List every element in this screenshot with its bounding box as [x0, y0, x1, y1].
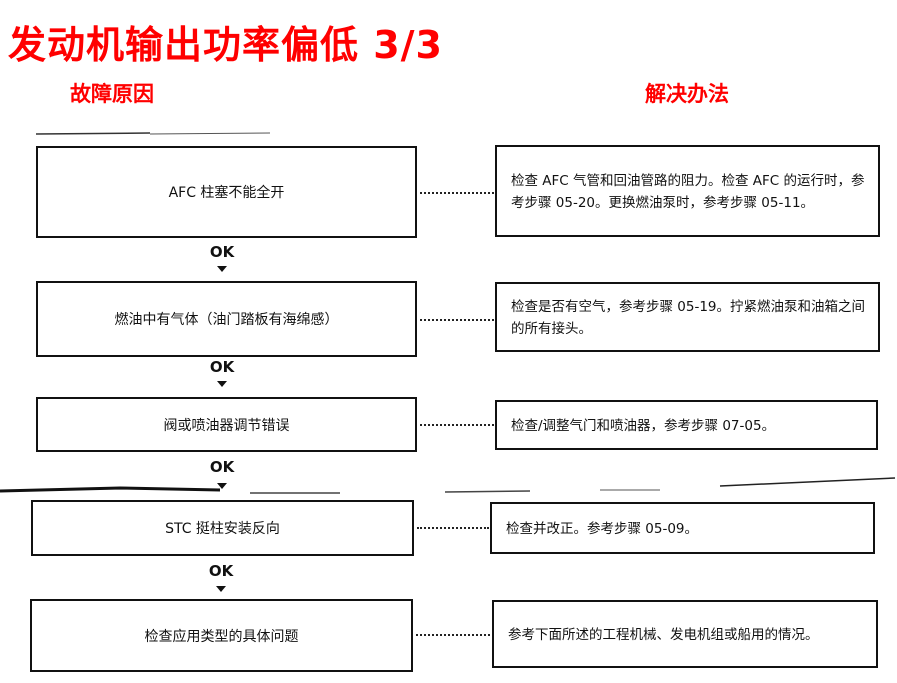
cause-text-5: 检查应用类型的具体问题 — [144, 628, 299, 645]
cause-text-4: STC 挺柱安装反向 — [165, 521, 280, 537]
solution-box-3: 检查/调整气门和喷油器，参考步骤 07-05。 — [495, 400, 878, 450]
page-title: 发动机输出功率偏低 3/3 — [8, 23, 443, 67]
down-arrow-icon — [217, 381, 227, 387]
cause-column-header: 故障原因 — [70, 82, 154, 106]
solution-text-3: 检查/调整气门和喷油器，参考步骤 07-05。 — [511, 418, 776, 434]
cause-box-3: 阀或喷油器调节错误 — [36, 397, 417, 452]
dotted-connector-2 — [420, 319, 494, 321]
solution-text-2: 检查是否有空气，参考步骤 05-19。拧紧燃油泵和油箱之间的所有接头。 — [511, 299, 866, 337]
solution-column-header: 解决办法 — [645, 82, 729, 106]
down-arrow-icon — [217, 483, 227, 489]
down-arrow-icon — [216, 586, 226, 592]
dotted-connector-4 — [417, 527, 489, 529]
dotted-connector-3 — [420, 424, 494, 426]
down-arrow-icon — [217, 266, 227, 272]
solution-text-1: 检查 AFC 气管和回油管路的阻力。检查 AFC 的运行时，参考步骤 05-20… — [511, 173, 865, 211]
cause-text-3: 阀或喷油器调节错误 — [163, 417, 290, 434]
dotted-connector-1 — [420, 192, 494, 194]
cause-text-1: AFC 柱塞不能全开 — [168, 185, 285, 201]
ok-label-1: OK — [209, 243, 235, 261]
cause-text-2: 燃油中有气体（油门踏板有海绵感） — [114, 312, 339, 328]
cause-box-5: 检查应用类型的具体问题 — [30, 599, 413, 672]
solution-box-4: 检查并改正。参考步骤 05-09。 — [490, 502, 875, 554]
dotted-connector-5 — [416, 634, 490, 636]
solution-text-4: 检查并改正。参考步骤 05-09。 — [506, 521, 699, 537]
ok-label-4: OK — [208, 562, 234, 580]
ok-label-2: OK — [209, 358, 235, 376]
cause-box-1: AFC 柱塞不能全开 — [36, 146, 417, 238]
ok-label-3: OK — [209, 458, 235, 476]
solution-text-5: 参考下面所述的工程机械、发电机组或船用的情况。 — [508, 627, 819, 643]
solution-box-5: 参考下面所述的工程机械、发电机组或船用的情况。 — [492, 600, 878, 668]
cause-box-4: STC 挺柱安装反向 — [31, 500, 414, 556]
solution-box-2: 检查是否有空气，参考步骤 05-19。拧紧燃油泵和油箱之间的所有接头。 — [495, 282, 880, 352]
cause-box-2: 燃油中有气体（油门踏板有海绵感） — [36, 281, 417, 357]
solution-box-1: 检查 AFC 气管和回油管路的阻力。检查 AFC 的运行时，参考步骤 05-20… — [495, 145, 880, 237]
